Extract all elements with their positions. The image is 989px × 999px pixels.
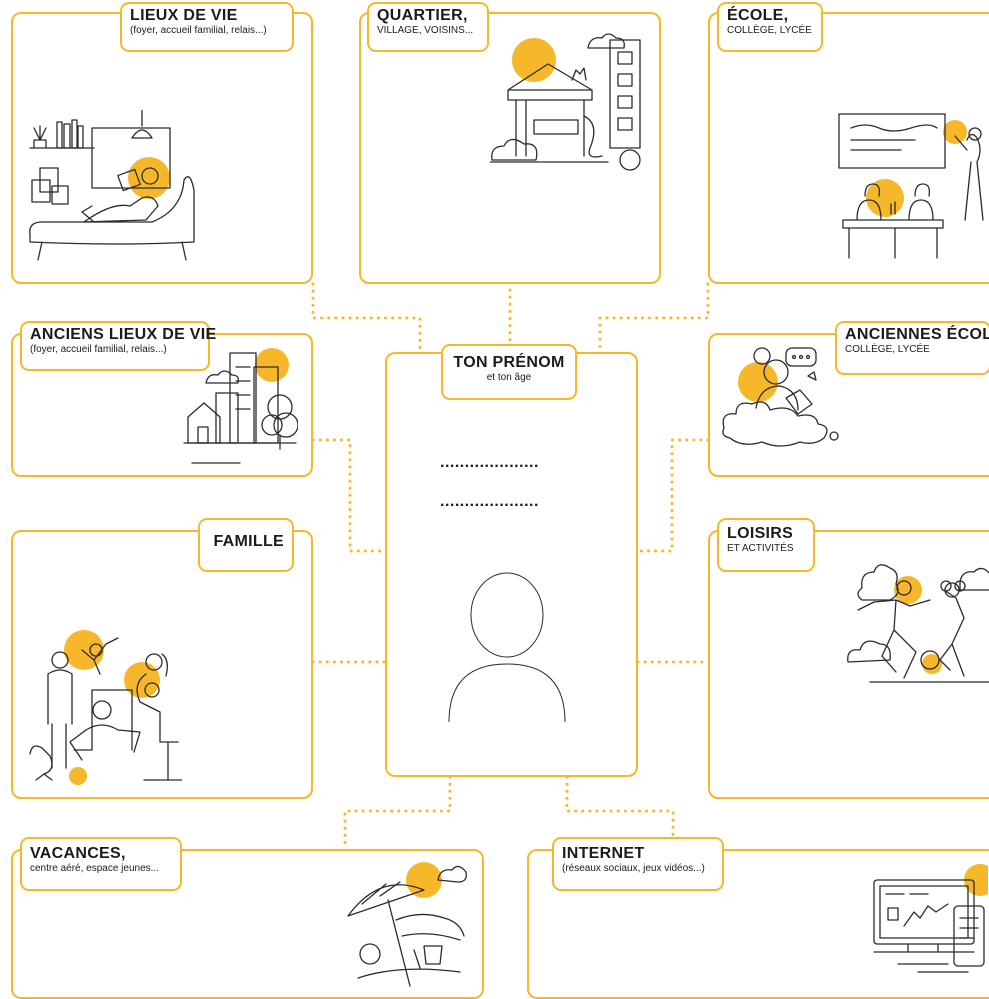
tab-ecole: ÉCOLE, COLLÈGE, LYCÉE xyxy=(717,2,823,52)
family-illustration xyxy=(22,630,182,785)
age-dotted-line: .................... xyxy=(440,494,539,510)
box-subtitle: VILLAGE, VOISINS... xyxy=(377,24,474,36)
box-title: INTERNET xyxy=(562,845,645,862)
tab-lieux-de-vie: LIEUX DE VIE (foyer, accueil familial, r… xyxy=(120,2,294,52)
connector-lieux-de-vie xyxy=(311,282,422,354)
tab-famille: FAMILLE xyxy=(198,518,294,572)
playground-illustration xyxy=(490,28,648,178)
tab-loisirs: LOISIRS ET ACTIVITÉS xyxy=(717,518,815,572)
box-subtitle: (foyer, accueil familial, relais...) xyxy=(30,343,167,355)
box-subtitle: COLLÈGE, LYCÉE xyxy=(727,24,812,36)
box-subtitle: (réseaux sociaux, jeux vidéos...) xyxy=(562,862,705,874)
person-silhouette-icon xyxy=(445,572,579,722)
tab-ton-prenom: TON PRÉNOM et ton âge xyxy=(441,344,577,400)
tab-anciens-lieux-de-vie: ANCIENS LIEUX DE VIE (foyer, accueil fam… xyxy=(20,321,217,371)
center-title: TON PRÉNOM xyxy=(453,354,565,371)
box-title: VACANCES, xyxy=(30,845,126,862)
center-profile-card xyxy=(385,352,638,777)
houses-illustration xyxy=(180,348,298,467)
name-dotted-line: .................... xyxy=(440,455,539,471)
box-subtitle: (foyer, accueil familial, relais...) xyxy=(130,24,267,36)
box-title: ANCIENS LIEUX DE VIE xyxy=(30,326,217,343)
connector-anciens-lieux xyxy=(311,438,387,553)
center-subtitle: et ton âge xyxy=(486,371,532,383)
reading-person-illustration xyxy=(22,110,197,268)
box-title: ANCIENNES ÉCOLES xyxy=(845,326,989,343)
classroom-illustration xyxy=(835,110,987,260)
connector-internet xyxy=(565,775,675,847)
tab-internet: INTERNET (réseaux sociaux, jeux vidéos..… xyxy=(552,837,724,891)
box-title: QUARTIER, xyxy=(377,7,468,24)
box-title: FAMILLE xyxy=(213,533,284,550)
tab-quartier: QUARTIER, VILLAGE, VOISINS... xyxy=(367,2,489,52)
football-friends-illustration xyxy=(840,560,989,692)
beach-illustration xyxy=(340,862,470,990)
tab-anciennes-ecoles: ANCIENNES ÉCOLES COLLÈGE, LYCÉE xyxy=(835,321,989,375)
computer-phone-illustration xyxy=(858,864,988,984)
box-subtitle: ET ACTIVITÉS xyxy=(727,542,794,554)
connector-anciennes-ecoles xyxy=(636,438,710,553)
connector-ecole xyxy=(598,282,710,354)
thinking-student-illustration xyxy=(720,342,844,454)
box-title: ÉCOLE, xyxy=(727,7,789,24)
connector-vacances xyxy=(343,775,452,847)
box-subtitle: COLLÈGE, LYCÉE xyxy=(845,343,930,355)
tab-vacances: VACANCES, centre aéré, espace jeunes... xyxy=(20,837,182,891)
box-title: LIEUX DE VIE xyxy=(130,7,238,24)
box-subtitle: centre aéré, espace jeunes... xyxy=(30,862,159,874)
box-title: LOISIRS xyxy=(727,525,794,542)
box-loisirs xyxy=(708,530,989,799)
